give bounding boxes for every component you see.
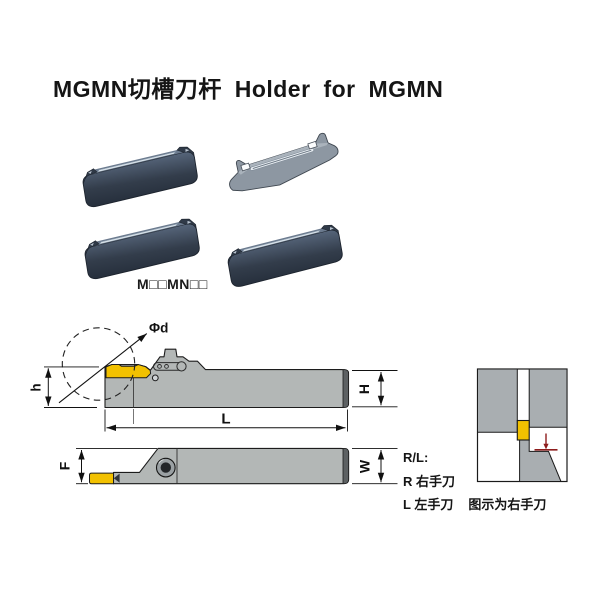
dim-label-L: L [221,411,230,428]
detail-left-block [477,368,518,433]
dim-H: H [352,370,398,408]
holder-body-top [112,447,350,485]
right-hand-note: R 右手刀 [403,473,456,489]
holder-end-cap-side [342,369,349,408]
insert-side [105,363,152,379]
clamp-screw-hole [155,457,176,478]
clamp-slot [153,361,187,372]
cut-position-marker [534,433,558,451]
dim-h: h [29,366,99,408]
dim-label-F: F [57,461,73,470]
page-title: MGMN切槽刀杆 Holder for MGMN [53,76,444,102]
rl-heading: R/L: [403,450,429,465]
hand-orientation-notes: R/L: R 右手刀 L 左手刀图示为右手刀 [403,446,546,517]
workpiece-circle [61,327,136,401]
pivot-screw [151,374,159,382]
dim-L: L [104,409,348,432]
dim-W: W [352,447,398,485]
detail-insert [516,419,530,441]
shown-note: 图示为右手刀 [468,497,547,512]
dim-label-diameter: Φd [149,321,168,336]
dim-label-W: W [357,459,373,473]
insert-notch [113,473,120,483]
holder-body-side [104,348,350,409]
holder-end-cap-top [342,448,349,485]
front-detail-view [476,368,568,483]
dim-label-h: h [29,383,44,391]
left-hand-note: L 左手刀图示为右手刀 [403,493,546,517]
insert-top [89,472,114,485]
top-view-drawing: F W [57,447,398,485]
side-view-drawing: Φd h H L [29,321,398,432]
dim-label-H: H [356,384,372,394]
insert-code-label: M□□MN□□ [137,276,208,292]
diameter-leader-line [58,333,148,404]
left-hand-label: L 左手刀 [403,497,454,512]
dim-F: F [57,447,157,485]
detail-right-block [528,368,568,428]
